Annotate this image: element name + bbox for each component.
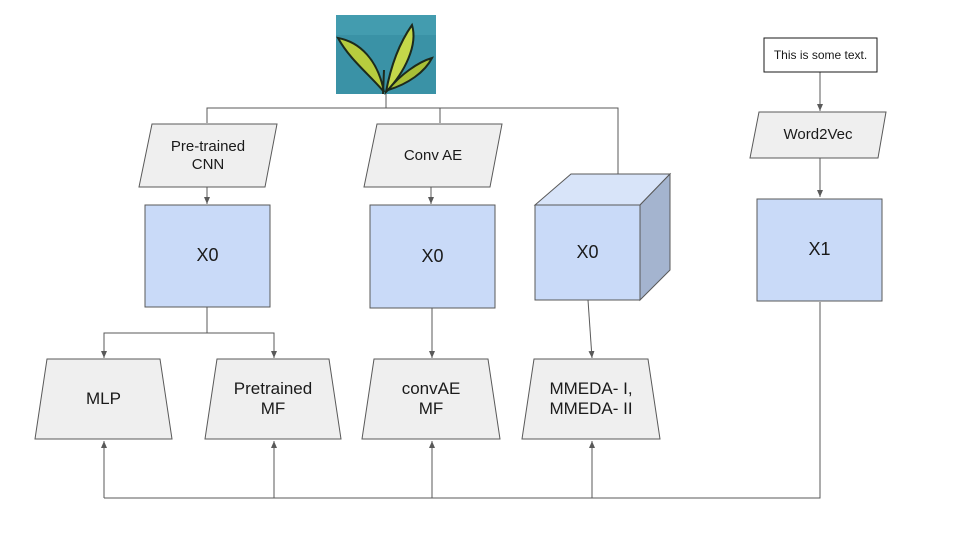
text-box	[763, 37, 878, 73]
x1-box	[756, 198, 883, 302]
convae-mf-label: convAE MF	[401, 378, 461, 418]
x1-label: X1	[808, 239, 831, 260]
x0-ae-label: X0	[421, 245, 444, 266]
edge-image-cnn	[206, 107, 619, 175]
x0-cube	[533, 172, 672, 302]
edge-x0-split	[101, 307, 208, 358]
x0-cnn-label: X0	[196, 245, 219, 266]
pretrained-mf-shape	[204, 358, 342, 440]
edge-x1-bus	[104, 302, 821, 499]
mlp-shape	[34, 358, 173, 440]
leaf-image	[336, 15, 436, 96]
pretrained-cnn-label: Pre-trained CNN	[170, 137, 246, 173]
mlp-label: MLP	[86, 388, 121, 408]
x0-cnn-box	[144, 204, 271, 308]
x0-cube-label: X0	[576, 241, 599, 262]
word2vec-label: Word2Vec	[783, 126, 853, 143]
edge-x0-pretrainedmf	[207, 332, 277, 358]
x0-ae-box	[369, 204, 496, 309]
pretrained-cnn-shape	[138, 123, 278, 188]
input-text: This is some text.	[773, 47, 868, 62]
conv-ae-shape	[363, 123, 503, 188]
edges	[101, 72, 823, 499]
edge-cube-mmeda	[587, 299, 595, 359]
word2vec-shape	[749, 111, 887, 159]
mmeda-label: MMEDA- I, MMEDA- II	[549, 378, 633, 418]
convae-mf-shape	[361, 358, 501, 440]
pretrained-mf-label: Pretrained MF	[233, 378, 313, 418]
mmeda-shape	[521, 358, 661, 440]
conv-ae-label: Conv AE	[403, 146, 463, 164]
